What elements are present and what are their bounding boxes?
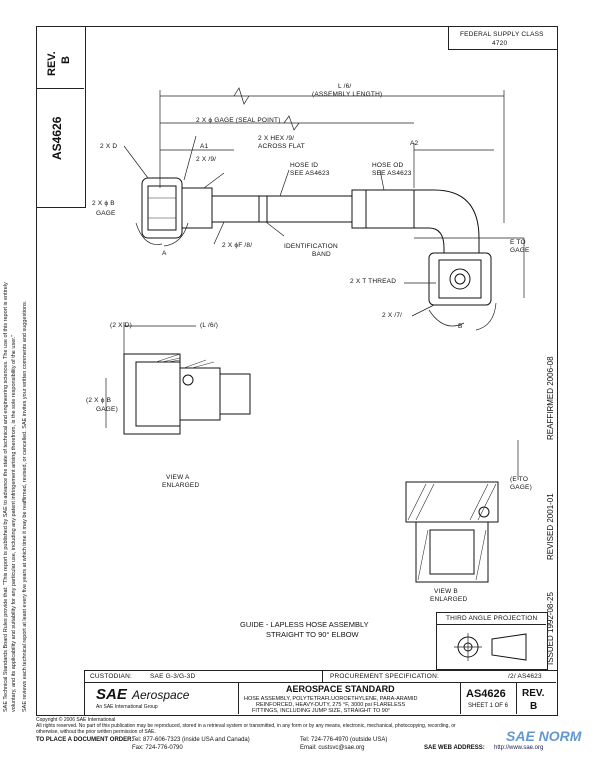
- label-assembly-length: (ASSEMBLY LENGTH): [312, 91, 383, 98]
- sae-logo-aerospace: Aerospace: [132, 688, 190, 702]
- side-note-3: SAE reviews each technical report at lea…: [22, 300, 28, 712]
- aerospace-standard: AEROSPACE STANDARD: [286, 684, 395, 694]
- procurement-label: PROCUREMENT SPECIFICATION:: [330, 673, 439, 680]
- label-hose-od: HOSE OD: [372, 162, 404, 169]
- label-2xf: 2 X ϕF /8/: [222, 242, 253, 249]
- label-2xd: 2 X D: [100, 143, 118, 150]
- label-hose-id: HOSE ID: [290, 162, 319, 169]
- left-header-column: [36, 26, 86, 208]
- view-a-drawing: [105, 322, 251, 435]
- view-a-2xb: (2 X ϕ B: [86, 397, 112, 404]
- title-sheet: SHEET 1 OF 6: [468, 703, 508, 709]
- label-e-gage: GAGE: [510, 247, 530, 254]
- label-band: BAND: [312, 251, 331, 258]
- view-b-title: VIEW B: [434, 588, 458, 595]
- label-across-flat: ACROSS FLAT: [258, 143, 305, 150]
- rev-label: REV.: [46, 51, 58, 76]
- view-b-enlarged: ENLARGED: [430, 596, 468, 603]
- title-block-v3: [516, 682, 517, 714]
- footer-rights-2: otherwise, without the prior written per…: [36, 729, 156, 735]
- custodian-label: CUSTODIAN:: [90, 673, 132, 680]
- fsc-number: 4720: [492, 40, 508, 47]
- footer-rights: All rights reserved. No part of this pub…: [36, 723, 456, 729]
- view-a-gage: GAGE): [96, 406, 118, 413]
- label-a1: A1: [200, 143, 209, 150]
- fsc-label: FEDERAL SUPPLY CLASS: [460, 31, 544, 38]
- label-l-assembly: L /6/: [338, 83, 352, 90]
- view-b-gage: GAGE): [510, 484, 532, 491]
- view-a-l: (L /6/): [200, 322, 219, 329]
- view-a-2xd: (2 X D): [110, 322, 132, 329]
- title-block-v2: [460, 682, 461, 714]
- label-see-id: SEE AS4623: [290, 170, 330, 177]
- rev-divider: [36, 88, 84, 89]
- title-desc-3: FITTINGS, INCLUDING JUMP SIZE, STRAIGHT …: [252, 708, 391, 714]
- footer-email: Email: custsvc@sae.org: [300, 745, 365, 751]
- side-note-1: SAE Technical Standards Board Rules prov…: [3, 282, 9, 712]
- title-block: [84, 670, 558, 716]
- footer-web-link[interactable]: http://www.sae.org: [494, 745, 544, 751]
- fsc-box: [448, 26, 558, 50]
- label-see-od: SEE AS4623: [372, 170, 412, 177]
- projection-box: [436, 612, 548, 670]
- label-gage-seal: 2 X ϕ GAGE (SEAL POINT): [196, 117, 281, 124]
- footer-fax: Fax: 724-776-0790: [132, 745, 183, 751]
- sae-intl-group: An SAE International Group: [96, 704, 158, 710]
- label-2xb: 2 X ϕ B: [92, 200, 115, 207]
- history-revised: REVISED 2001-01: [546, 493, 555, 560]
- projection-divider: [436, 624, 546, 625]
- view-a-title: VIEW A: [166, 474, 190, 481]
- label-thread: 2 X T THREAD: [350, 278, 397, 285]
- footer-tel-1: Tel: 877-606-7323 (inside USA and Canada…: [132, 737, 250, 743]
- projection-symbol: [454, 633, 527, 661]
- view-b-drawing: [405, 440, 519, 583]
- doc-number-vertical: AS4626: [50, 116, 64, 160]
- title-rev-label: REV.: [522, 688, 545, 699]
- drawing-title-1: GUIDE - LAPLESS HOSE ASSEMBLY: [240, 620, 369, 629]
- label-gage: GAGE: [96, 210, 116, 217]
- title-doc-number: AS4626: [466, 688, 506, 700]
- title-rev-value: B: [530, 701, 538, 712]
- label-identification: IDENTIFICATION: [284, 243, 338, 250]
- main-assembly-drawing: [123, 87, 525, 331]
- view-b-e-to: (E TO: [510, 476, 529, 483]
- footer-web-label: SAE WEB ADDRESS:: [424, 745, 485, 751]
- side-note-2: voluntary, and its applicability and sui…: [11, 334, 17, 712]
- title-block-v0: [322, 670, 323, 682]
- label-hex: 2 X HEX /9/: [258, 135, 295, 142]
- footer-tel-2: Tel: 724-776-4970 (outside USA): [300, 737, 388, 743]
- label-b: B: [458, 323, 463, 330]
- title-block-v1: [238, 682, 239, 714]
- footer-order-label: TO PLACE A DOCUMENT ORDER:: [36, 737, 134, 743]
- label-a: A: [162, 250, 167, 257]
- title-desc-1: HOSE ASSEMBLY, POLYTETRAFLUOROETHYLENE, …: [244, 696, 418, 702]
- sae-norm-watermark: SAE NORM: [506, 728, 582, 744]
- view-a-enlarged: ENLARGED: [162, 482, 200, 489]
- projection-label: THIRD ANGLE PROJECTION: [446, 615, 538, 622]
- label-a2: A2: [410, 140, 419, 147]
- label-e-to: E TO: [510, 239, 526, 246]
- label-2x7: 2 X /7/: [382, 312, 403, 319]
- label-2x9: 2 X /9/: [196, 156, 217, 163]
- procurement-value: /2/ AS4623: [508, 673, 542, 680]
- rev-value: B: [60, 56, 72, 64]
- custodian-value: SAE G-3/G-3D: [150, 673, 196, 680]
- sae-logo-brand: SAE: [96, 686, 127, 703]
- drawing-title-2: STRAIGHT TO 90° ELBOW: [266, 630, 359, 639]
- history-reaffirmed: REAFFIRMED 2006-08: [546, 356, 555, 440]
- footer-copyright: Copyright © 2006 SAE International: [36, 717, 116, 723]
- title-block-top-row: [84, 682, 556, 683]
- title-desc-2: REINFORCED, HEAVY-DUTY, 275 °F, 3000 psi…: [256, 702, 406, 708]
